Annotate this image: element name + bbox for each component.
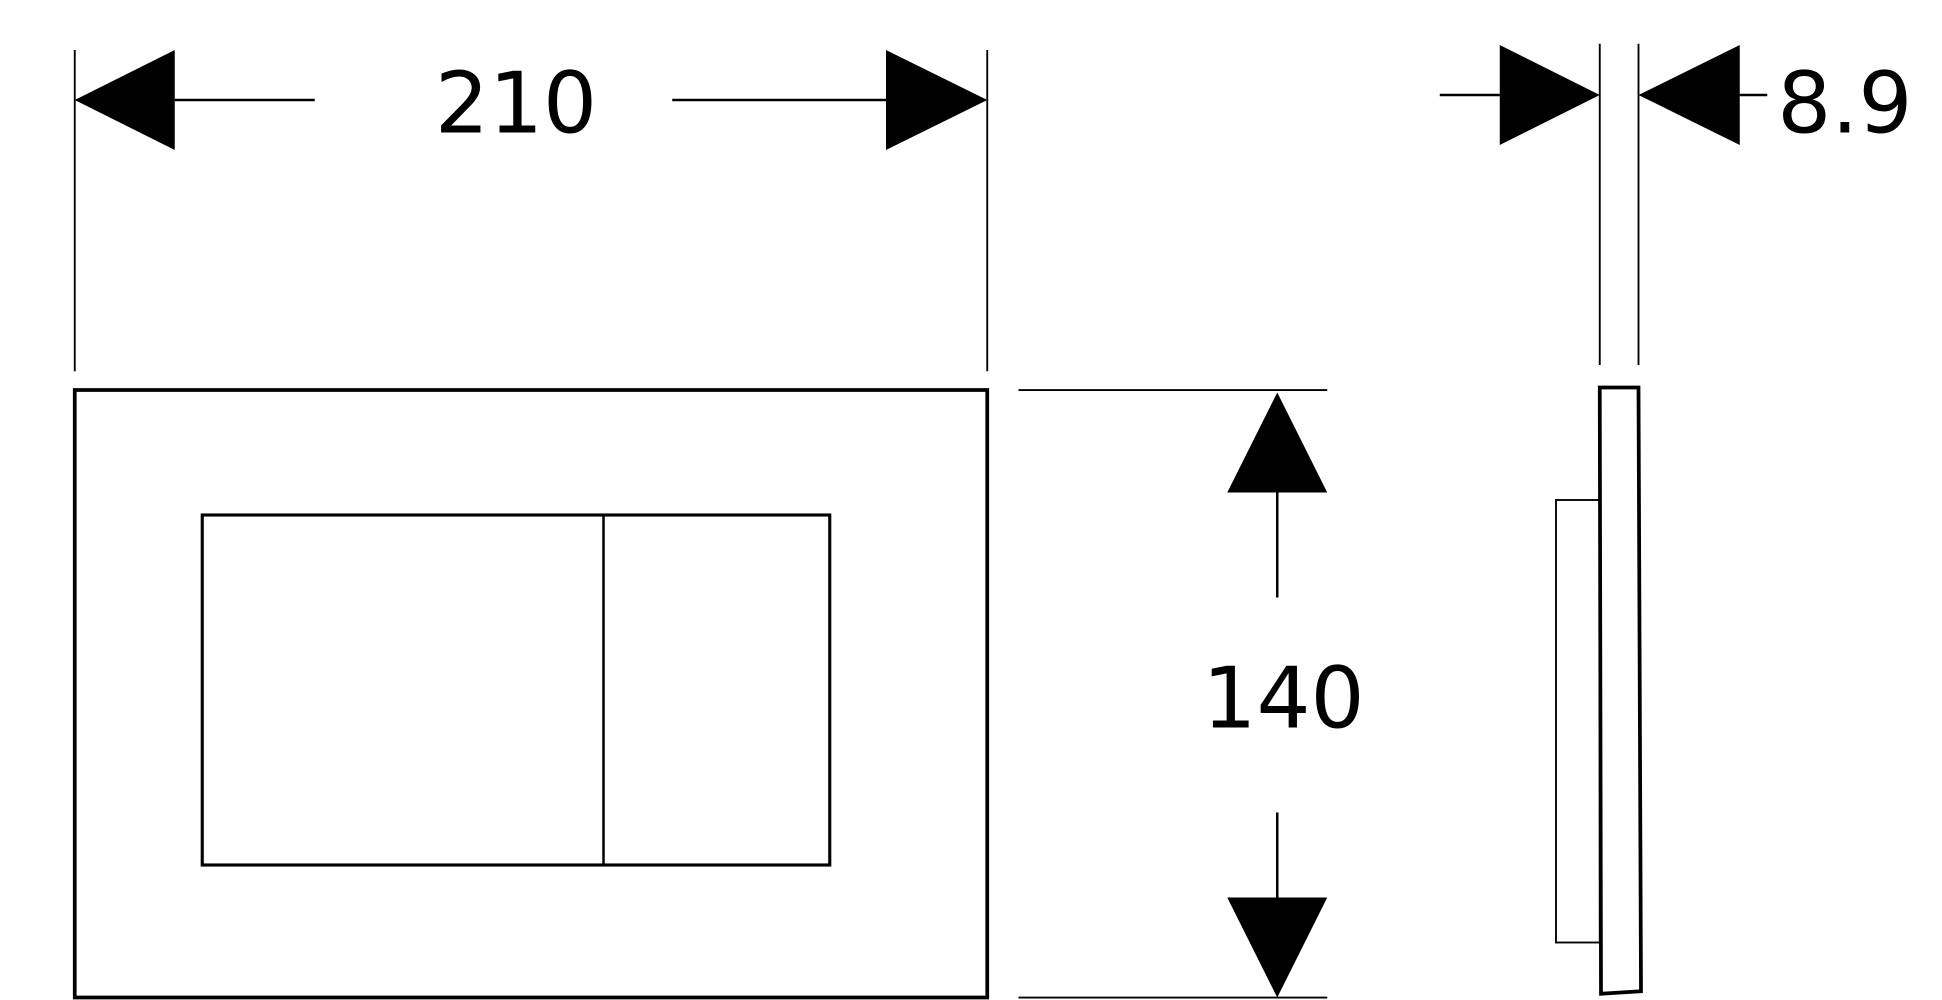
side-plate-outline <box>1597 385 1643 996</box>
arrow-right-icon <box>1499 45 1600 145</box>
arrow-right-icon <box>886 50 988 150</box>
height-dimension-label: 140 <box>1202 650 1364 749</box>
arrow-up-icon <box>1227 392 1328 493</box>
arrow-left-icon <box>74 50 175 150</box>
flush-button-panel <box>200 513 832 867</box>
width-dimension-label: 210 <box>435 55 597 154</box>
thickness-dimension-label: 8.9 <box>1777 55 1912 154</box>
side-button-profile <box>1555 499 1601 944</box>
arrow-left-icon <box>1638 45 1740 145</box>
front-plate-outline <box>72 388 990 1000</box>
arrow-down-icon <box>1227 897 1328 998</box>
